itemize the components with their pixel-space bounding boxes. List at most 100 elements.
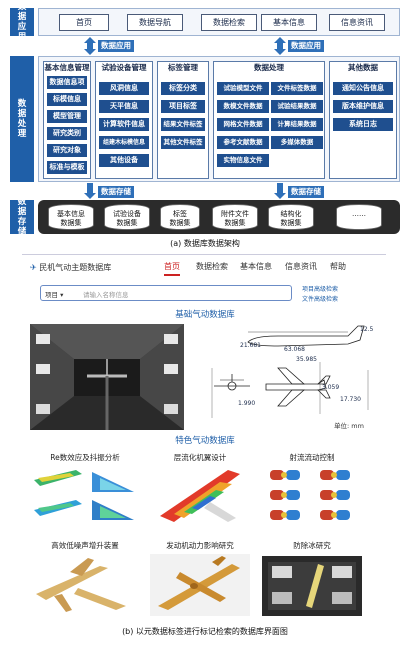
chevron-down-icon: ▾: [60, 291, 64, 299]
group-tags: 标签管理 标签分类 项目标签 结果文件标签 其他文件标签: [157, 61, 209, 179]
storage-area: 基本信息数据集 试验设备数据集 标签数据集 附件文件数据集 结构化数据集 ……: [38, 200, 400, 234]
tab-news[interactable]: 信息资讯: [285, 262, 317, 271]
section-title-featured: 特色气动数据库: [175, 436, 235, 446]
item-other-equipment[interactable]: 其他设备: [99, 154, 149, 167]
arrow-store-right-label: 数据存储: [288, 186, 324, 198]
item-multimedia-data[interactable]: 多媒体数据: [271, 136, 323, 149]
thumb-label-high-lift: 高效低噪声增升装置: [51, 541, 119, 550]
store-more[interactable]: ……: [336, 204, 382, 230]
caption-b: (b) 以元数据标签进行标记检索的数据库界面图: [122, 627, 288, 636]
item-calc-result-data[interactable]: 计算结果数据: [271, 118, 323, 131]
aircraft-drawing[interactable]: [208, 318, 376, 430]
item-cad-data[interactable]: 数模文件数据: [217, 100, 269, 113]
thumb-high-lift[interactable]: [30, 554, 140, 614]
dim-2: 63.068: [284, 346, 305, 353]
arrow-app-right: [274, 37, 286, 55]
thumb-label-engine-power: 发动机动力影响研究: [166, 541, 234, 550]
item-model-mgmt[interactable]: 模型管理: [47, 110, 87, 123]
item-wind-tunnel[interactable]: 风洞信息: [99, 82, 149, 95]
item-standards[interactable]: 标准与模板: [47, 161, 87, 174]
group-title: 试验设备管理: [101, 63, 147, 72]
group-title: 基本信息管理: [44, 63, 90, 72]
thumb-anti-icing[interactable]: [262, 556, 362, 616]
process-area: 基本信息管理 数据信息项 标模信息 模型管理 研究类别 研究对象 标准与模板 试…: [38, 56, 400, 182]
logo-icon: ✈: [30, 263, 37, 272]
dim-7: 12.5: [360, 326, 374, 333]
tab-basic-info[interactable]: 基本信息: [240, 262, 272, 271]
store-line1: 标签: [173, 210, 187, 218]
app-row: 首页 数据导航 数据检索 基本信息 信息资讯: [38, 8, 400, 36]
arrow-app-left-label: 数据应用: [98, 40, 134, 52]
item-research-category[interactable]: 研究类别: [47, 127, 87, 140]
tab-help[interactable]: 帮助: [330, 262, 346, 271]
section-title-basic: 基础气动数据库: [175, 310, 235, 320]
group-other-data: 其他数据 通知公告信息 版本维护信息 系统日志: [329, 61, 397, 179]
group-basic-info: 基本信息管理 数据信息项 标模信息 模型管理 研究类别 研究对象 标准与模板: [43, 61, 91, 179]
store-line1: 基本信息: [57, 210, 85, 218]
lane-process-label: 数据处理: [10, 56, 34, 182]
app-btn-home[interactable]: 首页: [59, 14, 109, 31]
item-software[interactable]: 计算软件信息: [99, 118, 149, 131]
app-btn-info[interactable]: 基本信息: [261, 14, 317, 31]
item-test-model-file[interactable]: 试验模型文件: [217, 82, 269, 95]
item-model-info[interactable]: 标模信息: [47, 93, 87, 106]
item-physical-info-file[interactable]: 实物信息文件: [217, 154, 269, 167]
app-btn-news[interactable]: 信息资讯: [329, 14, 385, 31]
item-file-tag-data[interactable]: 文件标签数据: [271, 82, 323, 95]
search-placeholder: 请输入名称信息: [83, 291, 129, 299]
store-line2: 数据集: [169, 218, 191, 227]
group-test-equipment: 试验设备管理 风洞信息 天平信息 计算软件信息 组建木标模信息 其他设备: [95, 61, 153, 179]
store-line2: 数据集: [224, 218, 246, 227]
thumb-laminar-wing[interactable]: [150, 462, 250, 528]
arrow-app-left: [84, 37, 96, 55]
thumb-label-anti-icing: 防除冰研究: [293, 541, 331, 550]
store-line1: 试验设备: [113, 210, 141, 218]
tab-search[interactable]: 数据检索: [196, 262, 228, 271]
link-file-advanced-search[interactable]: 文件高级检索: [302, 296, 339, 303]
item-standard-model[interactable]: 组建木标模信息: [99, 136, 149, 149]
tab-home[interactable]: 首页: [164, 261, 180, 276]
wind-tunnel-image[interactable]: [30, 324, 184, 430]
group-title: 其他数据: [348, 63, 378, 72]
store-structured[interactable]: 结构化数据集: [268, 204, 314, 230]
thumb-re-effect[interactable]: [30, 464, 140, 526]
store-line1: 结构化: [280, 210, 302, 218]
store-line1: ……: [352, 210, 366, 218]
search-type-select[interactable]: 项目 ▾: [45, 289, 63, 299]
arrow-store-left: [84, 183, 96, 199]
item-system-log[interactable]: 系统日志: [333, 118, 393, 131]
lane-store-label: 数据存储: [10, 197, 34, 237]
app-btn-search[interactable]: 数据检索: [201, 14, 257, 31]
store-attachments[interactable]: 附件文件数据集: [212, 204, 258, 230]
store-line2: 数据集: [280, 218, 302, 227]
dim-3: 35.985: [296, 356, 317, 363]
search-input[interactable]: 项目 ▾ 请输入名称信息: [40, 285, 292, 301]
unit-label: 单位: mm: [334, 422, 364, 430]
search-type-value: 项目: [45, 291, 58, 299]
group-title: 标签管理: [168, 63, 198, 72]
item-other-file-tag[interactable]: 其他文件标签: [161, 136, 205, 149]
arrow-store-left-label: 数据存储: [98, 186, 134, 198]
item-version-info[interactable]: 版本维护信息: [333, 100, 393, 113]
logo-text: 民机气动主题数据库: [39, 263, 112, 272]
item-notices[interactable]: 通知公告信息: [333, 82, 393, 95]
app-btn-nav[interactable]: 数据导航: [127, 14, 183, 31]
item-result-file-tag[interactable]: 结果文件标签: [161, 118, 205, 131]
item-project-tag[interactable]: 项目标签: [161, 100, 205, 113]
item-research-object[interactable]: 研究对象: [47, 144, 87, 157]
thumb-engine-power[interactable]: [150, 554, 250, 616]
store-tags[interactable]: 标签数据集: [160, 204, 200, 230]
item-data-info[interactable]: 数据信息项: [47, 76, 87, 89]
store-test-equipment[interactable]: 试验设备数据集: [104, 204, 150, 230]
thumb-jet-control[interactable]: [262, 464, 362, 526]
item-mesh-data[interactable]: 网格文件数据: [217, 118, 269, 131]
item-reference-data[interactable]: 参考文献数据: [217, 136, 269, 149]
link-project-advanced-search[interactable]: 项目高级检索: [302, 286, 339, 293]
group-data-processing: 数据处理 试验模型文件 数模文件数据 网格文件数据 参考文献数据 实物信息文件 …: [213, 61, 325, 179]
lane-app-label: 数据应用: [10, 2, 34, 42]
item-balance[interactable]: 天平信息: [99, 100, 149, 113]
store-basic-info[interactable]: 基本信息数据集: [48, 204, 94, 230]
item-test-result-data[interactable]: 试验结果数据: [271, 100, 323, 113]
item-tag-category[interactable]: 标签分类: [161, 82, 205, 95]
site-logo[interactable]: ✈ 民机气动主题数据库: [30, 262, 111, 273]
